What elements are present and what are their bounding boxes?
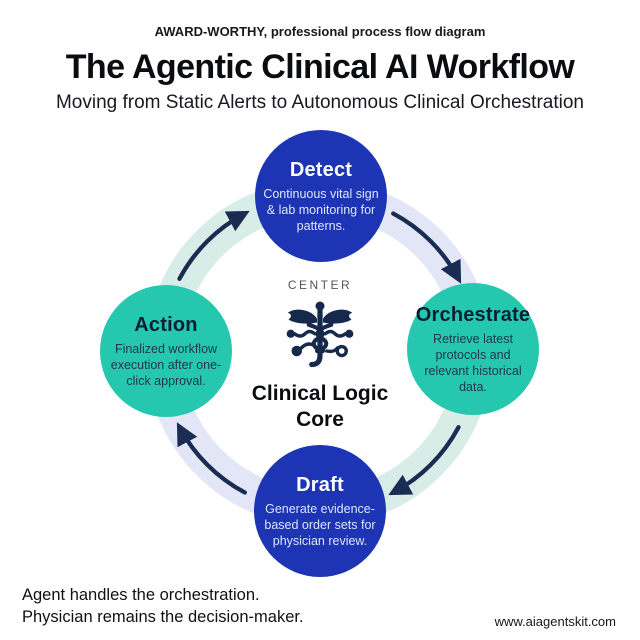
footer: Agent handles the orchestration. Physici… xyxy=(22,585,616,629)
node-action: Action Finalized workflow execution afte… xyxy=(100,285,232,417)
node-orchestrate-description: Retrieve latest protocols and relevant h… xyxy=(424,331,522,394)
page-subtitle: Moving from Static Alerts to Autonomous … xyxy=(55,92,584,113)
center-hub: CENTER xyxy=(230,278,410,432)
page-title: The Agentic Clinical AI Workflow xyxy=(65,48,575,86)
caduceus-icon xyxy=(281,300,359,372)
footer-line1: Agent handles the orchestration. xyxy=(22,586,260,605)
node-action-description: Finalized workflow execution after one-c… xyxy=(110,341,222,388)
eyebrow-text: AWARD-WORTHY, professional process flow … xyxy=(154,24,486,39)
node-orchestrate: Orchestrate Retrieve latest protocols an… xyxy=(407,283,539,415)
footer-line2: Physician remains the decision-maker. xyxy=(22,608,304,627)
arrow-orchestrate-to-draft-icon xyxy=(388,425,461,496)
node-orchestrate-label: Orchestrate xyxy=(415,303,531,326)
node-detect: Detect Continuous vital sign & lab monit… xyxy=(255,130,387,262)
node-detect-description: Continuous vital sign & lab monitoring f… xyxy=(263,186,379,233)
node-action-label: Action xyxy=(134,313,198,336)
center-label: CENTER xyxy=(287,278,353,292)
website-url: www.aiagentskit.com xyxy=(494,614,616,629)
arrow-draft-to-action-icon xyxy=(176,422,247,495)
center-title-line2: Core xyxy=(296,407,344,431)
node-draft-label: Draft xyxy=(296,473,344,496)
arrow-detect-to-orchestrate-icon xyxy=(391,211,462,284)
node-detect-label: Detect xyxy=(289,158,353,181)
node-draft-description: Generate evidence-based order sets for p… xyxy=(264,501,376,548)
center-title-line1: Clinical Logic xyxy=(251,382,389,405)
arrow-action-to-detect-icon xyxy=(177,210,250,281)
node-draft: Draft Generate evidence-based order sets… xyxy=(254,445,386,577)
